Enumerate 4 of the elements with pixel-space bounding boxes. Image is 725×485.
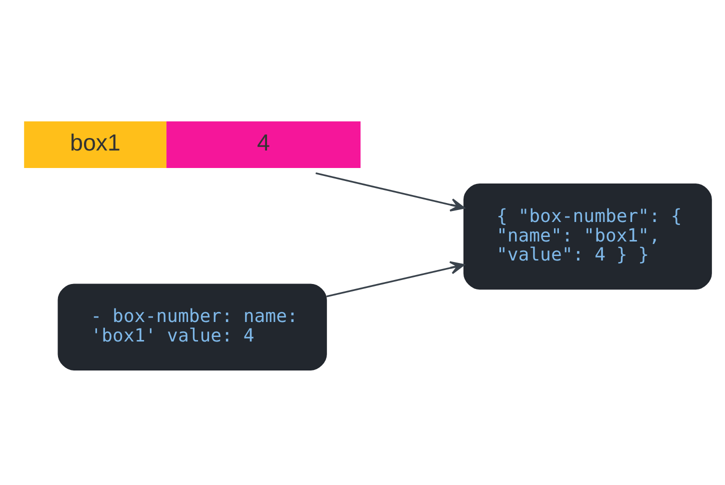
arrow [316, 172, 465, 211]
node-box: - box-number: name: 'box1' value: 4 [58, 283, 327, 370]
arrow [326, 260, 465, 297]
node-box: { "box-number": { "name": "box1", "value": 4 } } [463, 182, 712, 290]
